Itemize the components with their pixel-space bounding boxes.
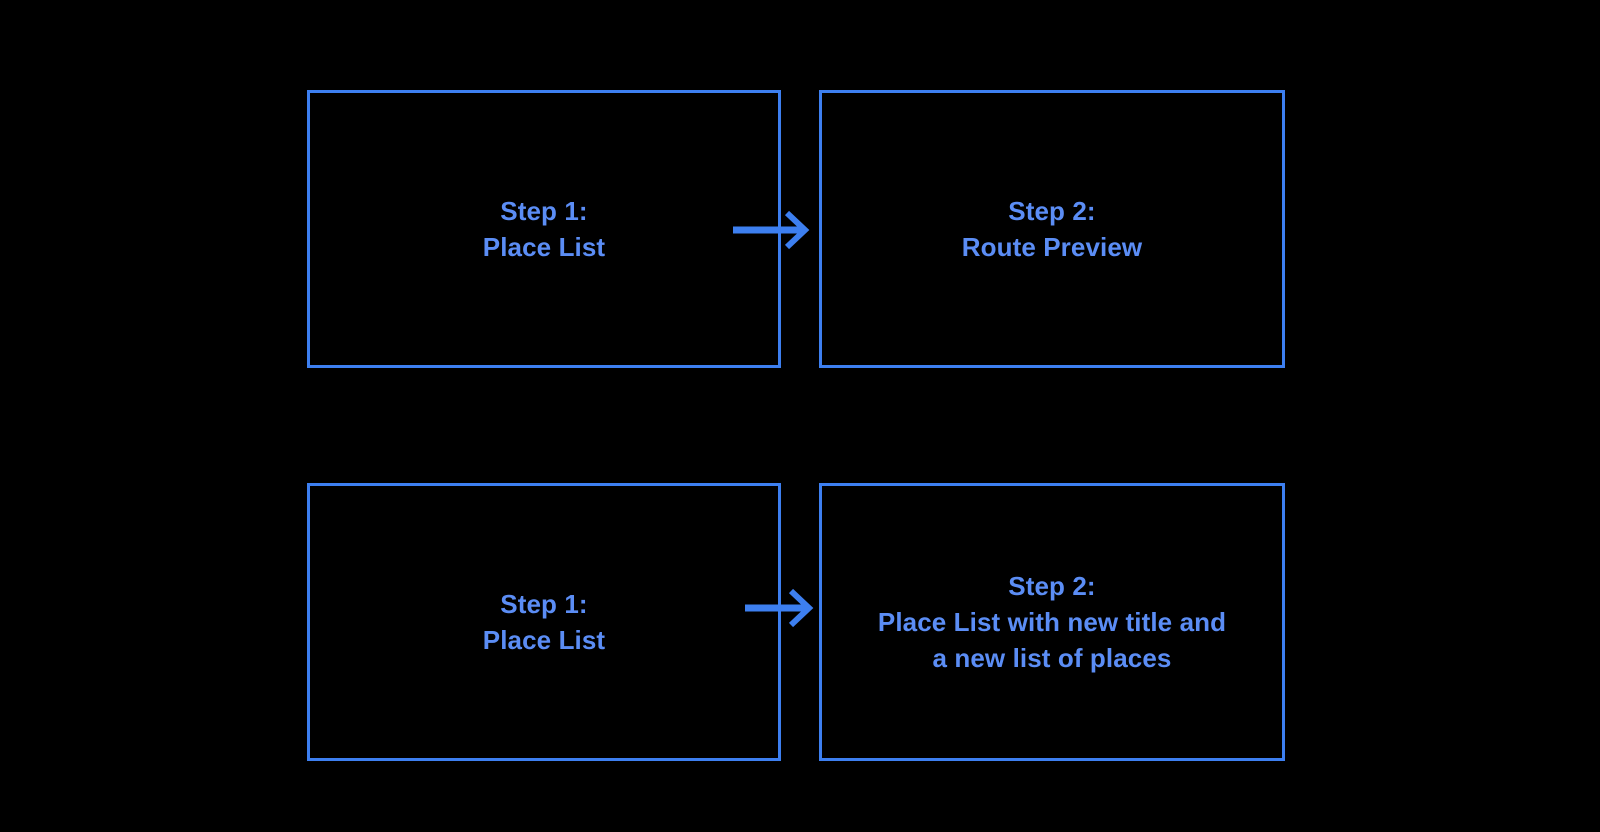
step-box-row1-to[interactable]: Step 2: Route Preview [819, 90, 1285, 368]
step-box-label: Step 1: Place List [482, 196, 606, 262]
step-box-row1-from[interactable]: Step 1: Place List [307, 90, 781, 368]
step-box-label: Step 2: Route Preview [961, 196, 1143, 262]
flow-row-1: Step 1: Place List Step 2: Route Preview [0, 90, 1600, 368]
step-box-label: Step 2: Place List with new title and a … [877, 571, 1227, 673]
step-box-row2-to[interactable]: Step 2: Place List with new title and a … [819, 483, 1285, 761]
step-box-label: Step 1: Place List [482, 589, 606, 655]
flow-row-2: Step 1: Place List Step 2: Place List wi… [0, 483, 1600, 761]
step-box-row2-from[interactable]: Step 1: Place List [307, 483, 781, 761]
